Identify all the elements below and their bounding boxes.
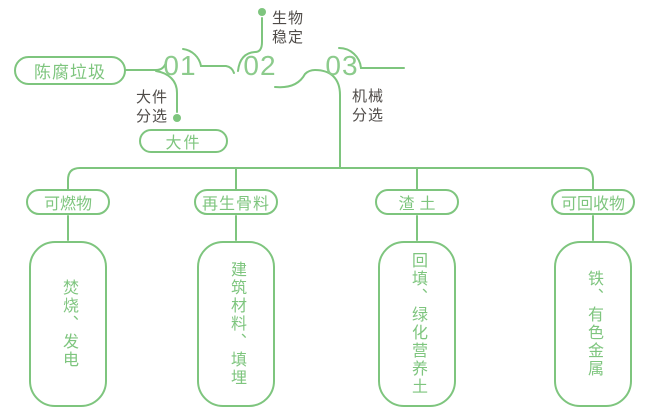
step-number-01: 01 bbox=[163, 50, 197, 81]
category-node-slag-soil: 渣土 bbox=[375, 189, 459, 215]
category-label: 可回收物 bbox=[560, 196, 625, 213]
detail-box-recyclables: 铁、有色金属 bbox=[554, 241, 632, 407]
bulk-item-node: 大件 bbox=[139, 129, 228, 153]
detail-box-combustibles: 焚烧、发电 bbox=[29, 241, 107, 407]
step-number-02: 02 bbox=[243, 50, 277, 81]
step-label-mechanical-sorting: 机械 分选 bbox=[352, 88, 385, 124]
source-node: 陈腐垃圾 bbox=[14, 56, 126, 85]
line-02-to-branch bbox=[274, 68, 341, 168]
step-label-bio-stabilization: 生物 稳定 bbox=[272, 10, 305, 46]
dot-bio bbox=[258, 8, 266, 16]
category-label: 渣土 bbox=[398, 196, 441, 213]
category-node-recycled-aggregate: 再生骨料 bbox=[194, 189, 278, 215]
bulk-item-label: 大件 bbox=[165, 135, 202, 152]
step-label-bulk-sorting: 大件 分选 bbox=[136, 89, 169, 125]
source-node-label: 陈腐垃圾 bbox=[34, 63, 106, 82]
category-label: 再生骨料 bbox=[201, 196, 270, 213]
category-node-combustibles: 可燃物 bbox=[26, 189, 110, 215]
step-number-03: 03 bbox=[325, 50, 359, 81]
arc-over-03 bbox=[338, 46, 405, 69]
detail-box-recycled-aggregate: 建筑材料、填埋 bbox=[197, 241, 275, 407]
detail-box-slag-soil: 回填、绿化营养土 bbox=[378, 241, 456, 407]
dot-bulk bbox=[173, 114, 181, 122]
line-bio-riser bbox=[237, 17, 263, 72]
line-source-to-01 bbox=[125, 61, 167, 71]
line-bulk-descender bbox=[155, 70, 178, 113]
branch-bar bbox=[67, 167, 594, 190]
category-node-recyclables: 可回收物 bbox=[551, 189, 635, 215]
arc-over-01 bbox=[182, 48, 235, 74]
category-label: 可燃物 bbox=[43, 196, 92, 213]
